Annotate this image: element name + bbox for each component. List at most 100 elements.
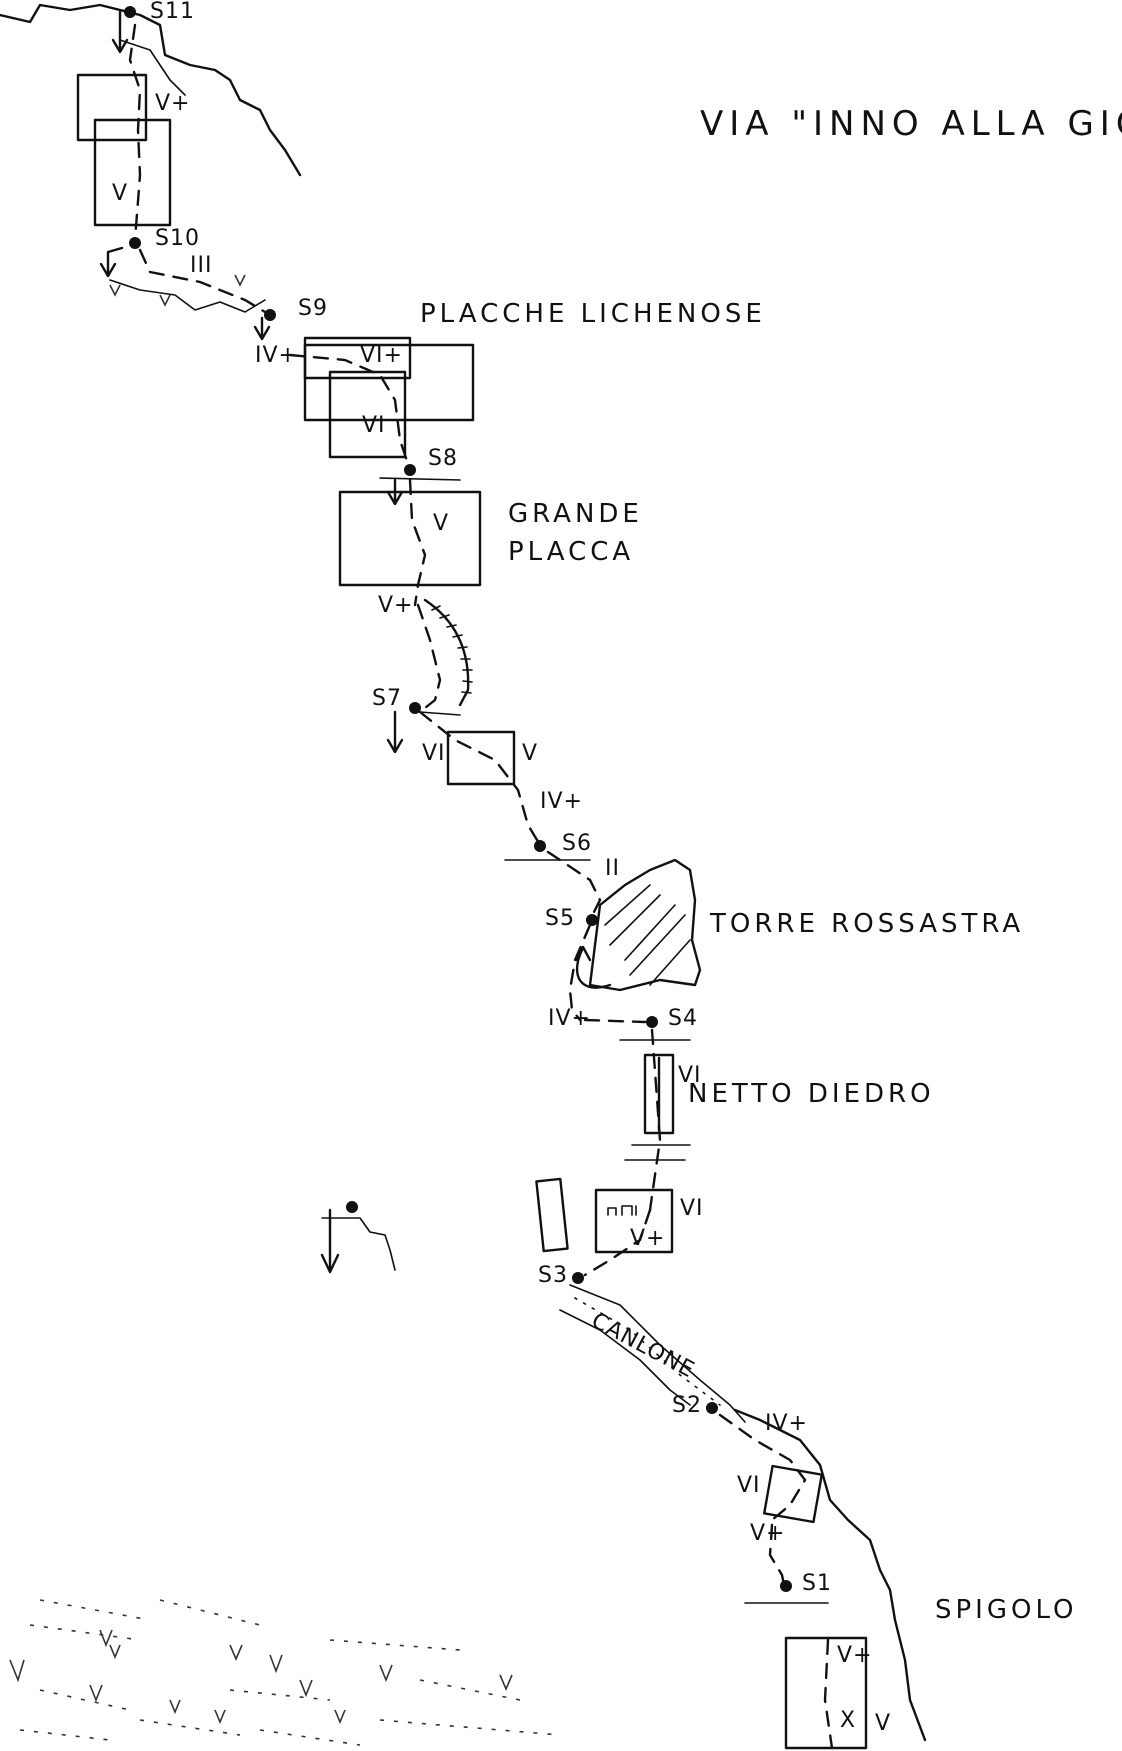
belay-s5: S5 IV+ bbox=[545, 906, 612, 1031]
route-line-top bbox=[128, 23, 142, 242]
grade-base-x: X bbox=[840, 1708, 856, 1733]
grade-top-vplus: V+ bbox=[155, 91, 190, 116]
route-line-s7-s6 bbox=[418, 710, 542, 847]
route-line-grande-placca bbox=[408, 478, 427, 607]
tower-outline bbox=[588, 858, 702, 992]
grade-top-v: V bbox=[112, 181, 128, 206]
slab-block-top-lower bbox=[93, 118, 172, 227]
grade-s6-ii: II bbox=[605, 856, 620, 881]
belay-s10-dot bbox=[129, 237, 141, 249]
rappel-arrow-s8 bbox=[386, 478, 404, 506]
feature-placche-lichenose: PLACCHE LICHENOSE bbox=[420, 299, 766, 329]
belay-s7-ledge bbox=[419, 711, 461, 716]
route-line-base bbox=[823, 1638, 834, 1750]
belay-s7-dot bbox=[409, 702, 421, 714]
slab-block-lichenose-front bbox=[303, 336, 412, 380]
route-title: VIA "INNO ALLA GIOIA" bbox=[700, 104, 1122, 144]
belay-s3-label: S3 bbox=[538, 1263, 568, 1288]
slab-block-lichenose-back bbox=[303, 343, 475, 422]
route-line-s6-s5 bbox=[546, 850, 602, 922]
torre-rossastra-section: TORRE ROSSASTRA bbox=[588, 858, 1024, 992]
grade-s3-vi: VI bbox=[680, 1196, 704, 1221]
slab-block-grande-placca bbox=[338, 490, 482, 587]
route-line-diedro bbox=[648, 1028, 662, 1212]
ledge-line-s10-s9 bbox=[109, 279, 266, 313]
gully-wall-lower bbox=[559, 1309, 691, 1406]
rappel-descent-dot bbox=[346, 1201, 358, 1213]
route-line-s3-block bbox=[583, 1208, 652, 1277]
belay-s4-dot bbox=[646, 1016, 658, 1028]
canalone-section: CANLONE bbox=[559, 1284, 746, 1423]
route-line-s5-s4 bbox=[568, 923, 592, 1022]
slab-block-s3 bbox=[594, 1188, 674, 1254]
grade-placche-viplus: VI+ bbox=[360, 343, 403, 368]
belay-s8-dot bbox=[404, 464, 416, 476]
rappel-arrow-s11 bbox=[111, 10, 129, 54]
grade-s4-ivplus: IV+ bbox=[548, 1006, 591, 1031]
belay-s7: S7 VI V IV+ bbox=[372, 686, 583, 847]
grade-s10-iii: III bbox=[190, 253, 212, 278]
belay-s2-dot bbox=[706, 1402, 718, 1414]
spigolo-edge-line bbox=[733, 1408, 927, 1742]
rappel-arrow-s10 bbox=[99, 246, 124, 278]
slab-block-s7 bbox=[446, 730, 516, 786]
grade-s1-vplus: V+ bbox=[750, 1521, 785, 1546]
belay-s4: S4 bbox=[583, 1006, 698, 1041]
belay-s9-label: S9 bbox=[298, 296, 328, 321]
grade-base-v: V bbox=[875, 1711, 891, 1736]
climb-arrow-s5 bbox=[574, 945, 612, 989]
grade-s1-vi: VI bbox=[737, 1473, 761, 1498]
route-line-s8-s7 bbox=[416, 603, 442, 714]
belay-s4-label: S4 bbox=[668, 1006, 698, 1031]
belay-s7-label: S7 bbox=[372, 686, 402, 711]
narrow-chimney-left bbox=[535, 1177, 569, 1253]
summit-ridge-line-2 bbox=[119, 39, 186, 96]
belay-s10-label: S10 bbox=[155, 226, 200, 251]
belay-s9-dot bbox=[264, 309, 276, 321]
belay-s6-dot bbox=[534, 840, 546, 852]
slab-block-top-upper bbox=[76, 73, 148, 142]
meadow-grass bbox=[9, 1629, 513, 1725]
belay-s3-dot bbox=[572, 1272, 584, 1284]
grade-s6-ivplus: IV+ bbox=[540, 789, 583, 814]
feature-torre-rossastra: TORRE ROSSASTRA bbox=[709, 909, 1024, 939]
base-meadow bbox=[9, 1599, 561, 1746]
belay-s1-label: S1 bbox=[802, 1571, 832, 1596]
placche-lichenose-section: PLACCHE LICHENOSE VI+ VI bbox=[288, 299, 766, 472]
belay-s5-label: S5 bbox=[545, 906, 575, 931]
grade-s7-vi: VI bbox=[422, 741, 446, 766]
feature-grande-placca-2: PLACCA bbox=[508, 537, 634, 567]
slab-block-base bbox=[784, 1636, 868, 1750]
gully-dots bbox=[574, 1297, 721, 1406]
grade-diedro-vi: VI bbox=[678, 1063, 702, 1088]
route-line-s10-s9 bbox=[138, 248, 272, 317]
grade-placche-vi: VI bbox=[362, 413, 386, 438]
pitch-top: S11 V+ V bbox=[76, 0, 195, 242]
slab-block-s3-mark bbox=[607, 1205, 637, 1216]
belay-s8: S8 bbox=[379, 446, 461, 506]
gully-wall-upper bbox=[569, 1284, 746, 1423]
belay-s10: S10 bbox=[99, 226, 200, 278]
belay-s11-label: S11 bbox=[150, 0, 195, 24]
rappel-descent-side bbox=[320, 1201, 396, 1274]
belay-s1: S1 bbox=[744, 1571, 832, 1604]
belay-s8-ledge bbox=[379, 477, 461, 481]
grade-grande-v: V bbox=[433, 511, 449, 536]
rappel-arrow-s9 bbox=[253, 316, 271, 341]
belay-s2-label: S2 bbox=[672, 1393, 702, 1418]
feature-spigolo: SPIGOLO bbox=[935, 1595, 1078, 1625]
grass-tuft-s10-1 bbox=[109, 274, 246, 307]
route-line-s4-traverse bbox=[583, 1018, 647, 1024]
feature-canalone: CANLONE bbox=[587, 1308, 699, 1383]
belay-s5-dot bbox=[586, 914, 598, 926]
rappel-descent-arrow bbox=[320, 1208, 340, 1274]
belay-s11-dot bbox=[124, 6, 136, 18]
belay-s8-label: S8 bbox=[428, 446, 458, 471]
pitch-s3-block: VI V+ bbox=[535, 1177, 704, 1277]
slab-block-s1 bbox=[763, 1464, 823, 1524]
grade-grande-vplus: V+ bbox=[378, 593, 413, 618]
feature-netto-diedro: NETTO DIEDRO bbox=[688, 1079, 935, 1109]
route-line-lichenose bbox=[288, 353, 412, 472]
belay-s3: S3 bbox=[538, 1263, 584, 1288]
